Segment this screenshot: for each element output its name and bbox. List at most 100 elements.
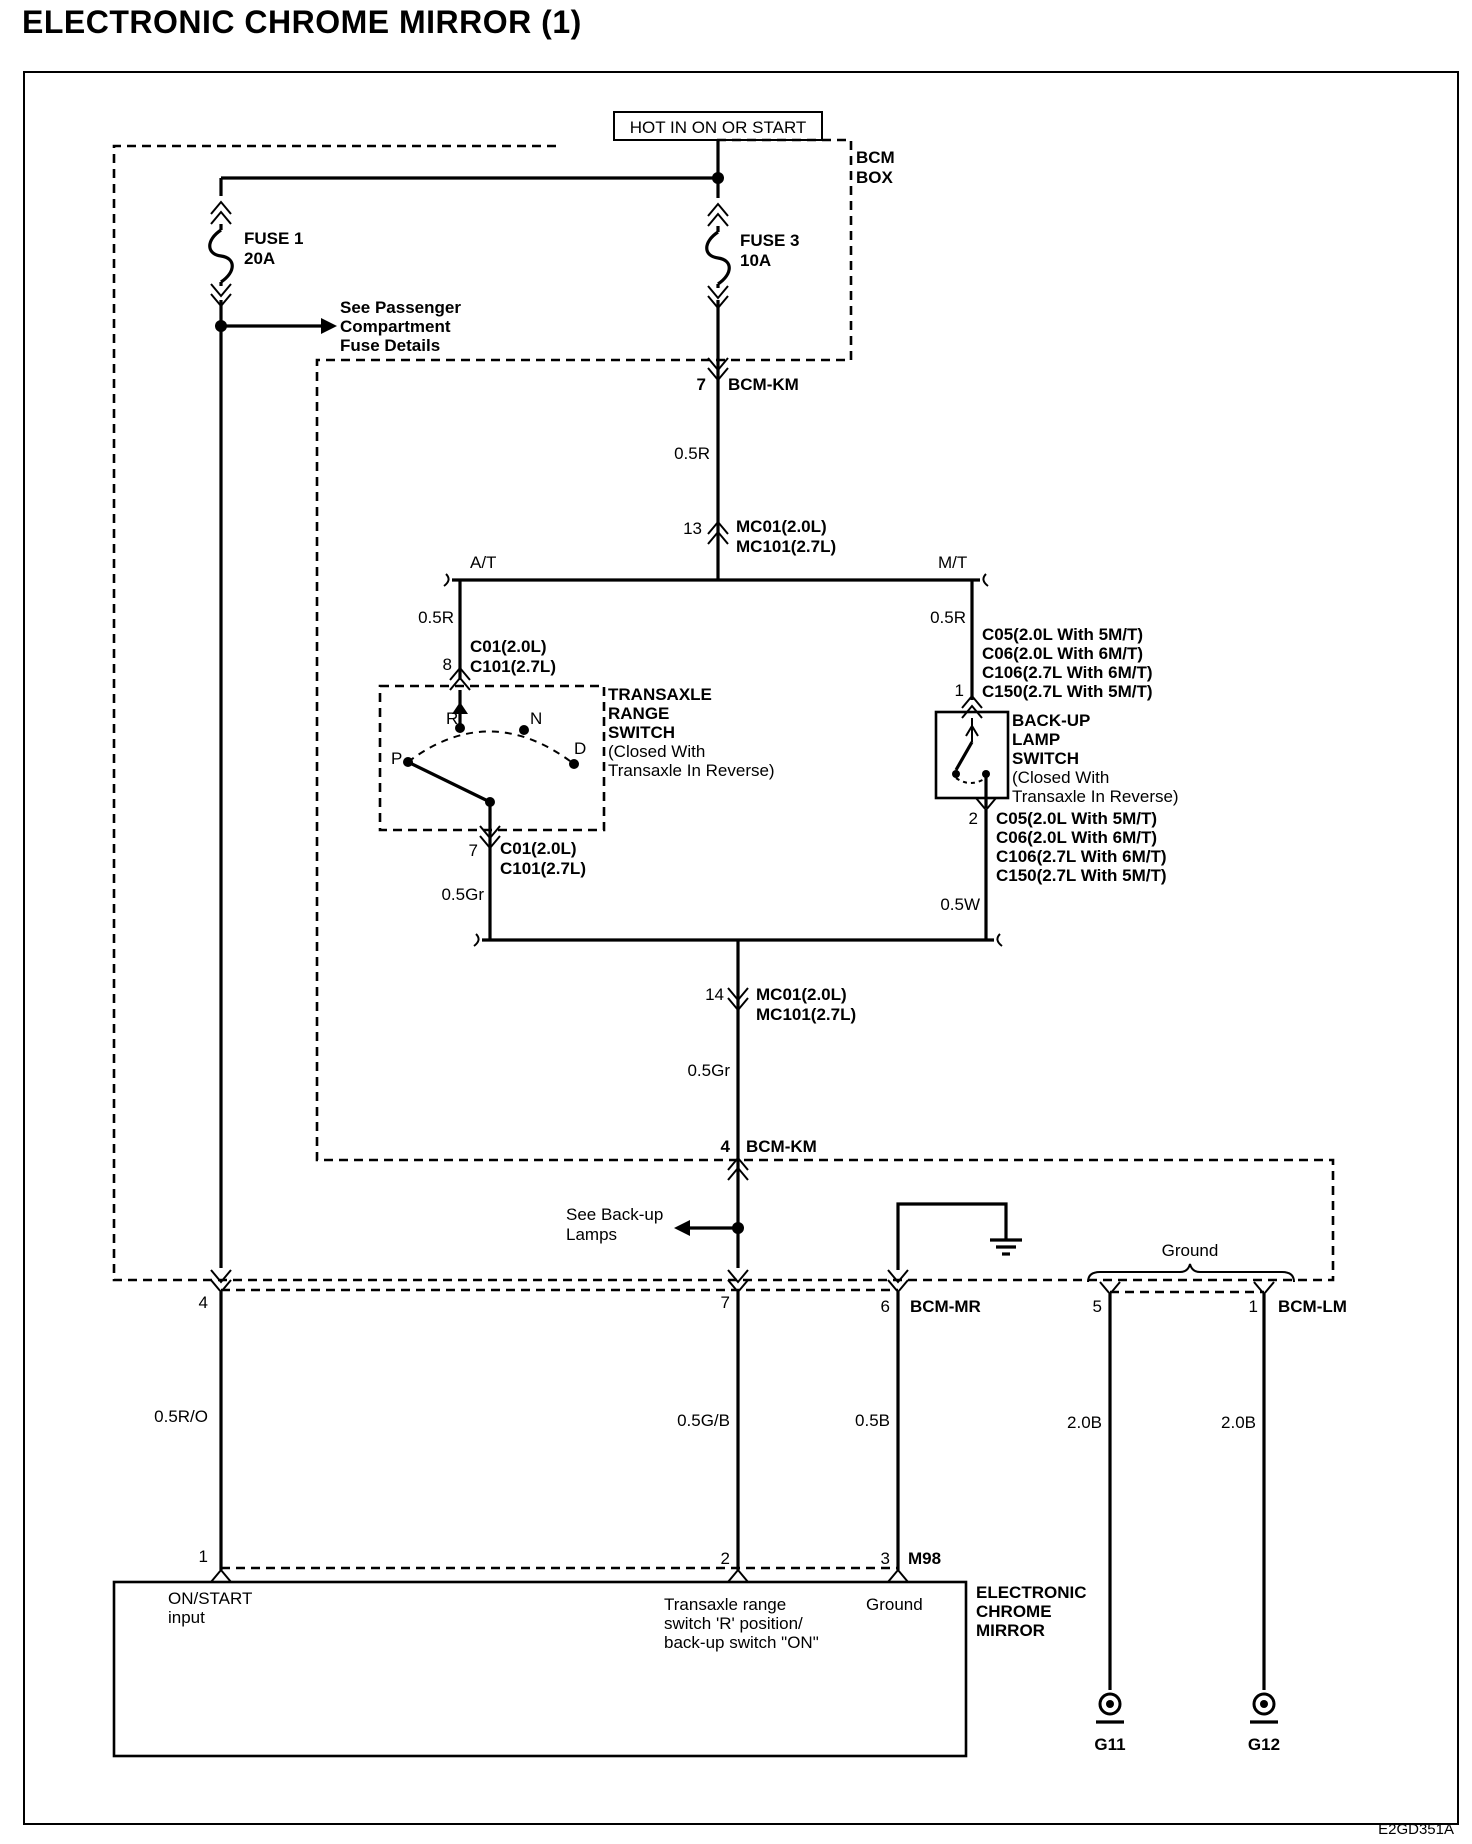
svg-text:7: 7 — [469, 841, 478, 860]
backup-lamp-switch: BACK-UP LAMP SWITCH (Closed With Transax… — [934, 710, 1179, 812]
svg-text:BCM: BCM — [856, 148, 895, 167]
svg-text:BCM-KM: BCM-KM — [746, 1137, 817, 1156]
svg-text:0.5R: 0.5R — [930, 608, 966, 627]
svg-text:0.5R: 0.5R — [418, 608, 454, 627]
svg-text:SWITCH: SWITCH — [1012, 749, 1079, 768]
svg-text:BCM-KM: BCM-KM — [728, 375, 799, 394]
svg-text:input: input — [168, 1608, 205, 1627]
svg-text:4: 4 — [199, 1293, 208, 1312]
svg-text:7: 7 — [697, 375, 706, 394]
diagram-title: ELECTRONIC CHROME MIRROR (1) — [22, 4, 582, 40]
svg-text:14: 14 — [705, 985, 724, 1004]
svg-text:FUSE 1: FUSE 1 — [244, 229, 304, 248]
svg-text:2: 2 — [969, 809, 978, 828]
bcm-box-outline: BCM BOX — [112, 138, 1335, 1282]
svg-text:RANGE: RANGE — [608, 704, 669, 723]
svg-text:(Closed With: (Closed With — [1012, 768, 1109, 787]
svg-text:Ground: Ground — [1162, 1241, 1219, 1260]
svg-text:1: 1 — [955, 681, 964, 700]
svg-text:C101(2.7L): C101(2.7L) — [500, 859, 586, 878]
lower-wires: 0.5R/O 0.5G/B 0.5B 2.0B 2.0B — [154, 1292, 1266, 1690]
svg-text:Transaxle In Reverse): Transaxle In Reverse) — [1012, 787, 1179, 806]
ground-g12: G12 — [1248, 1692, 1280, 1754]
wire-05r-main-label: 0.5R — [674, 444, 710, 463]
svg-text:Compartment: Compartment — [340, 317, 451, 336]
svg-text:R: R — [446, 709, 458, 728]
svg-text:20A: 20A — [244, 249, 275, 268]
svg-text:10A: 10A — [740, 251, 771, 270]
wire-center-down: 14 MC01(2.0L) MC101(2.7L) 0.5Gr 4 BCM-KM — [687, 940, 856, 1268]
svg-text:0.5Gr: 0.5Gr — [687, 1061, 730, 1080]
power-source: HOT IN ON OR START — [613, 111, 823, 141]
svg-text:BCM-LM: BCM-LM — [1278, 1297, 1347, 1316]
svg-text:Transaxle In Reverse): Transaxle In Reverse) — [608, 761, 775, 780]
svg-text:C01(2.0L): C01(2.0L) — [470, 637, 547, 656]
svg-text:0.5G/B: 0.5G/B — [677, 1411, 730, 1430]
svg-text:0.5Gr: 0.5Gr — [441, 885, 484, 904]
svg-text:switch 'R' position/: switch 'R' position/ — [664, 1614, 803, 1633]
diagram-code: E2GD351A — [1378, 1821, 1454, 1838]
svg-text:Lamps: Lamps — [566, 1225, 617, 1244]
fuse-1: FUSE 1 20A — [208, 178, 304, 326]
ground-brace: Ground — [1087, 1241, 1295, 1283]
svg-text:0.5B: 0.5B — [855, 1411, 890, 1430]
svg-text:MC101(2.7L): MC101(2.7L) — [756, 1005, 856, 1024]
svg-text:C150(2.7L With 5M/T): C150(2.7L With 5M/T) — [996, 866, 1167, 885]
svg-text:CHROME: CHROME — [976, 1602, 1052, 1621]
svg-text:2: 2 — [721, 1549, 730, 1568]
svg-text:See Back-up: See Back-up — [566, 1205, 663, 1224]
svg-text:C05(2.0L With 5M/T): C05(2.0L With 5M/T) — [996, 809, 1157, 828]
transaxle-range-switch: R N P D TRANSAXLE RANGE SWITCH (Closed W… — [378, 684, 775, 848]
svg-text:(Closed With: (Closed With — [608, 742, 705, 761]
svg-text:M/T: M/T — [938, 553, 967, 572]
svg-text:Transaxle range: Transaxle range — [664, 1595, 786, 1614]
branch-bus: A/T M/T — [443, 553, 989, 587]
at-branch: 0.5R 8 C01(2.0L) C101(2.7L) — [418, 580, 556, 728]
svg-text:ON/START: ON/START — [168, 1589, 252, 1608]
svg-text:ELECTRONIC: ELECTRONIC — [976, 1583, 1087, 1602]
svg-text:BCM-MR: BCM-MR — [910, 1297, 981, 1316]
svg-text:See Passenger: See Passenger — [340, 298, 461, 317]
svg-text:7: 7 — [721, 1293, 730, 1312]
passenger-fuse-ref: See Passenger Compartment Fuse Details — [215, 298, 461, 355]
bcm-internal-ground — [896, 1202, 1022, 1270]
svg-text:Fuse Details: Fuse Details — [340, 336, 440, 355]
svg-text:1: 1 — [199, 1547, 208, 1566]
svg-text:BACK-UP: BACK-UP — [1012, 711, 1090, 730]
bcm-bottom-connectors: 4 7 6 BCM-MR 5 1 BCM-LM — [199, 1269, 1347, 1316]
fuse-3: FUSE 3 10A — [705, 178, 800, 310]
svg-text:C06(2.0L With 6M/T): C06(2.0L With 6M/T) — [982, 644, 1143, 663]
svg-text:back-up switch "ON": back-up switch "ON" — [664, 1633, 819, 1652]
ground-g11: G11 — [1094, 1692, 1126, 1754]
svg-text:C101(2.7L): C101(2.7L) — [470, 657, 556, 676]
mc01-upper-connector: 13 MC01(2.0L) MC101(2.7L) — [683, 517, 836, 556]
svg-text:2.0B: 2.0B — [1221, 1413, 1256, 1432]
svg-text:A/T: A/T — [470, 553, 496, 572]
electronic-chrome-mirror: ON/START input Transaxle range switch 'R… — [112, 1580, 1087, 1758]
svg-text:LAMP: LAMP — [1012, 730, 1060, 749]
svg-text:3: 3 — [881, 1549, 890, 1568]
svg-text:2.0B: 2.0B — [1067, 1413, 1102, 1432]
svg-text:0.5W: 0.5W — [940, 895, 980, 914]
svg-text:4: 4 — [721, 1137, 731, 1156]
svg-text:D: D — [574, 739, 586, 758]
svg-text:MIRROR: MIRROR — [976, 1621, 1045, 1640]
m98-connector: 1 2 3 M98 — [199, 1547, 941, 1583]
svg-text:SWITCH: SWITCH — [608, 723, 675, 742]
svg-text:Ground: Ground — [866, 1595, 923, 1614]
svg-text:C106(2.7L With 6M/T): C106(2.7L With 6M/T) — [982, 663, 1153, 682]
svg-text:13: 13 — [683, 519, 702, 538]
svg-text:G11: G11 — [1094, 1735, 1125, 1754]
svg-text:C05(2.0L With 5M/T): C05(2.0L With 5M/T) — [982, 625, 1143, 644]
svg-text:6: 6 — [881, 1297, 890, 1316]
svg-text:G12: G12 — [1248, 1735, 1280, 1754]
svg-text:5: 5 — [1093, 1297, 1102, 1316]
outer-frame — [23, 71, 1459, 1825]
svg-text:1: 1 — [1249, 1297, 1258, 1316]
svg-text:M98: M98 — [908, 1549, 941, 1568]
svg-text:FUSE 3: FUSE 3 — [740, 231, 800, 250]
svg-text:C106(2.7L With 6M/T): C106(2.7L With 6M/T) — [996, 847, 1167, 866]
top-bus — [221, 140, 724, 184]
svg-text:MC01(2.0L): MC01(2.0L) — [756, 985, 847, 1004]
